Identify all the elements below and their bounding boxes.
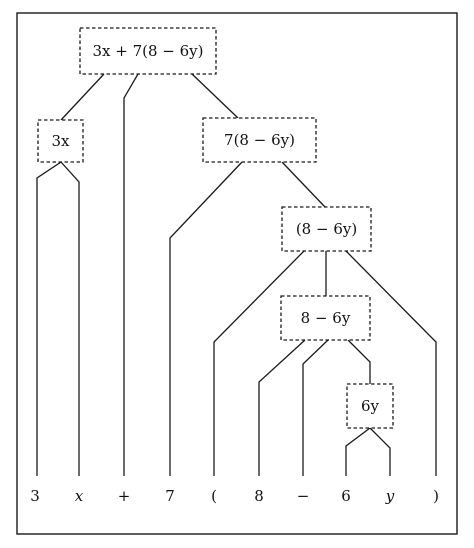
edge-difference-6y — [347, 339, 371, 384]
node-6y-box — [346, 383, 394, 429]
tree-leaves: 3 x + 7 ( 8 − 6 y ) — [30, 487, 439, 505]
leaf-open-paren: ( — [211, 487, 217, 505]
edge-6y-y — [369, 427, 391, 476]
edge-paren-group-close — [345, 250, 437, 476]
tree-edges — [36, 73, 437, 476]
leaf-close-paren: ) — [433, 487, 439, 505]
tree-nodes: 3x + 7(8 − 6y) 3x 7(8 − 6y) (8 − 6y) 8 −… — [37, 27, 394, 429]
leaf-plus: + — [118, 487, 131, 505]
leaf-y: y — [385, 487, 395, 505]
edge-7-group-paren-group — [281, 161, 326, 208]
node-parenthesized-group-box — [281, 206, 372, 252]
edge-root-7-group — [191, 73, 239, 119]
node-root-box — [79, 27, 217, 75]
edge-3x-3 — [36, 161, 62, 476]
node-difference-label: 8 − 6y — [301, 309, 351, 327]
leaf-6: 6 — [341, 487, 351, 505]
node-3x-box — [37, 119, 84, 163]
leaf-minus: − — [297, 487, 310, 505]
diagram-frame — [16, 12, 458, 535]
node-parenthesized-group-label: (8 − 6y) — [296, 220, 357, 238]
edge-root-plus — [123, 73, 139, 476]
edge-3x-x — [60, 161, 80, 476]
node-difference-box — [280, 295, 371, 341]
node-parenthesized-group: (8 − 6y) — [281, 206, 372, 252]
edge-root-3x — [60, 73, 105, 121]
edge-difference-8 — [258, 339, 306, 476]
node-root: 3x + 7(8 − 6y) — [79, 27, 217, 75]
node-7-times-group-label: 7(8 − 6y) — [224, 131, 295, 149]
node-3x: 3x — [37, 119, 84, 163]
leaf-3: 3 — [30, 487, 40, 505]
node-6y: 6y — [346, 383, 394, 429]
node-root-label: 3x + 7(8 − 6y) — [92, 42, 203, 60]
edge-paren-group-open — [213, 250, 305, 476]
node-3x-label: 3x — [51, 132, 70, 150]
edge-6y-6 — [345, 427, 371, 476]
leaf-8: 8 — [254, 487, 264, 505]
edge-7-group-7 — [169, 161, 243, 476]
leaf-7: 7 — [165, 487, 175, 505]
node-difference: 8 − 6y — [280, 295, 371, 341]
node-7-times-group: 7(8 − 6y) — [202, 117, 317, 163]
edge-difference-minus — [302, 339, 329, 476]
node-6y-label: 6y — [361, 397, 380, 415]
node-7-times-group-box — [202, 117, 317, 163]
leaf-x: x — [75, 487, 84, 505]
